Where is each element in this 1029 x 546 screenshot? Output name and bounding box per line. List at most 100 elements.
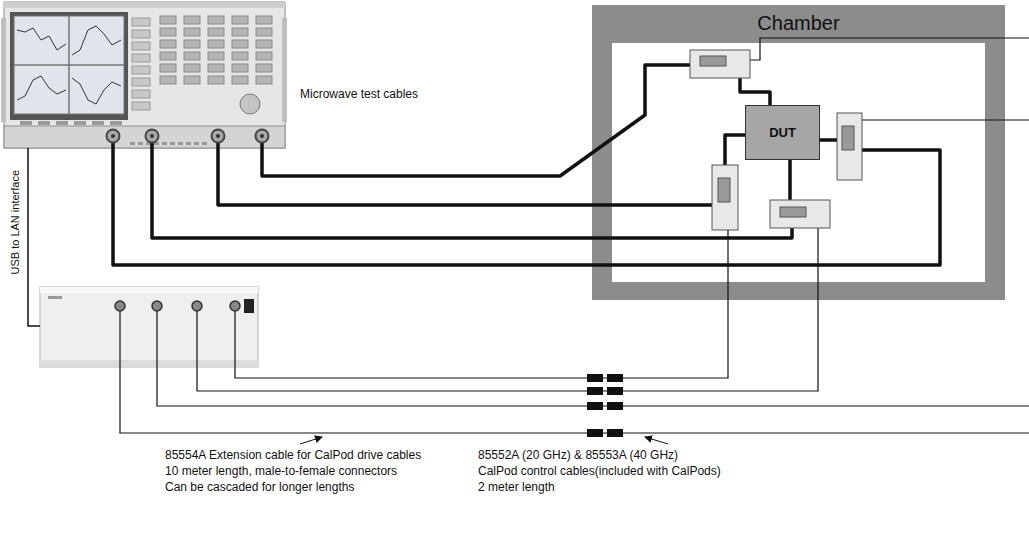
calpod-module-part [690, 50, 750, 78]
network-analyzer-part [232, 76, 248, 84]
network-analyzer-part [10, 12, 128, 120]
connector-port-part [111, 134, 115, 138]
network-analyzer-part [256, 76, 272, 84]
chamber-frame-part [612, 43, 985, 282]
connector-port-part [256, 130, 269, 143]
network-analyzer-part [1, 18, 6, 122]
calpod-module-part [712, 165, 738, 230]
network-analyzer-part [256, 16, 272, 24]
network-analyzer-part [72, 78, 121, 104]
network-analyzer-part [138, 142, 143, 145]
network-analyzer-part [92, 121, 104, 125]
control-cable-part [235, 230, 728, 378]
network-analyzer-part [208, 52, 224, 60]
control-cable-part [157, 311, 1029, 406]
network-analyzer-part [74, 121, 86, 125]
network-analyzer-part [132, 102, 150, 110]
calpod-controller-part [40, 287, 258, 293]
calpod-controller-part [40, 287, 258, 367]
network-analyzer [1, 2, 287, 148]
calpod-module-part [700, 56, 726, 66]
connector-port-part [115, 301, 125, 311]
control-cable-part [750, 38, 1029, 60]
dut-box: DUT [745, 105, 820, 160]
network-analyzer-part [208, 28, 224, 36]
cable-label-holder: Microwave test cables [300, 86, 418, 102]
connector-port-part [260, 134, 264, 138]
microwave-cable [113, 65, 940, 265]
network-analyzer-part [256, 40, 272, 48]
microwave-cable-part [788, 160, 792, 200]
network-analyzer-part [4, 2, 285, 148]
network-analyzer-part [162, 142, 167, 145]
network-analyzer-part [282, 18, 287, 122]
network-analyzer-part [184, 16, 200, 24]
network-analyzer-part [256, 52, 272, 60]
chamber-frame-part [592, 5, 1005, 300]
calpod-module-part [718, 178, 730, 202]
network-analyzer-part [256, 28, 272, 36]
control-cable-part [197, 228, 818, 391]
network-analyzer-part [160, 76, 176, 84]
network-analyzer-part [232, 16, 248, 24]
dut-label: DUT [769, 125, 796, 140]
callout-text-holder: 10 meter length, male-to-female connecto… [165, 463, 397, 479]
usb-cable [28, 148, 40, 326]
cable-junction-part [607, 429, 623, 437]
calpod-controller [40, 287, 258, 367]
microwave-cable-part [262, 65, 690, 176]
calpod-controller-part [244, 299, 254, 313]
connector-port-part [150, 134, 154, 138]
network-analyzer-part [208, 40, 224, 48]
network-analyzer-part [194, 142, 199, 145]
connector-port [107, 130, 269, 312]
network-analyzer-part [184, 28, 200, 36]
network-analyzer-part [132, 66, 150, 74]
cable-label: Microwave test cables [300, 86, 418, 102]
network-analyzer-part [186, 142, 191, 145]
cable-junction-part [587, 387, 603, 395]
network-analyzer-part [160, 64, 176, 72]
network-analyzer-part [232, 40, 248, 48]
network-analyzer-part [14, 16, 69, 65]
network-analyzer-part [132, 42, 150, 50]
calpod-module-part [770, 200, 830, 228]
microwave-cable-part [740, 78, 770, 105]
callout-text: Can be cascaded for longer lengths [165, 479, 354, 495]
callout-text-holder: Can be cascaded for longer lengths [165, 479, 354, 495]
microwave-cable-part [218, 140, 712, 205]
network-analyzer-part [160, 52, 176, 60]
network-analyzer-part [17, 76, 66, 100]
chamber-title: Chamber [592, 12, 1005, 35]
network-analyzer-part [160, 16, 176, 24]
network-analyzer-part [170, 142, 175, 145]
network-analyzer-part [132, 54, 150, 62]
cable-junction-part [587, 402, 603, 410]
network-analyzer-part [132, 78, 150, 86]
connector-port-part [216, 134, 220, 138]
network-analyzer-part [110, 121, 122, 125]
interface-label: USB to LAN interface [7, 170, 21, 275]
network-analyzer-part [38, 121, 50, 125]
calpod-module-part [780, 207, 806, 217]
network-analyzer-part [130, 142, 135, 145]
leader-arrow [300, 437, 322, 444]
network-analyzer-part [14, 16, 124, 114]
network-analyzer-part [69, 16, 124, 65]
network-analyzer-part [17, 28, 66, 50]
callout-text: 10 meter length, male-to-female connecto… [165, 463, 397, 479]
cable-junction [587, 374, 623, 437]
network-analyzer-part [256, 64, 272, 72]
calpod-module [690, 50, 862, 230]
calpod-module-part [837, 113, 862, 180]
network-analyzer-part [232, 28, 248, 36]
control-cable [120, 38, 1029, 433]
network-analyzer-part [184, 40, 200, 48]
network-analyzer-part [20, 121, 32, 125]
network-analyzer-part [184, 76, 200, 84]
cable-junction-part [607, 402, 623, 410]
calpod-controller-part [40, 360, 258, 367]
control-cable-part [120, 311, 1029, 433]
network-analyzer-part [132, 18, 150, 26]
